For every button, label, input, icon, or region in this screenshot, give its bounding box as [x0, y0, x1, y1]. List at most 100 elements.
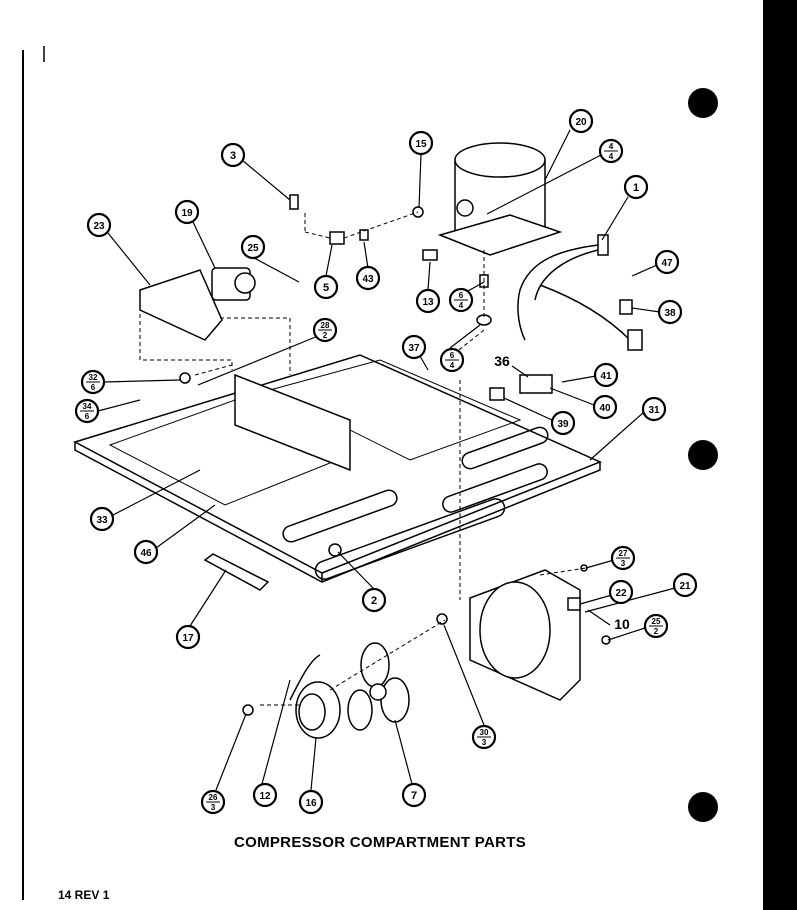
callout-numerator: 30: [480, 728, 489, 737]
motor-bracket: [289, 654, 321, 701]
callout-number: 3: [230, 150, 236, 162]
callout-circle: [175, 624, 201, 650]
callout-c13: 13: [415, 288, 441, 314]
callout-c28-2: 282: [312, 317, 338, 343]
callout-number: 20: [575, 117, 587, 128]
callout-c30-3: 303: [471, 724, 497, 750]
page-number: 14 REV 1: [58, 888, 110, 902]
callout-circle: [568, 108, 594, 134]
callout-circle: [550, 410, 576, 436]
callout-c6-4b: 64: [439, 347, 465, 373]
callout-c33: 33: [89, 506, 115, 532]
callout-circle: [672, 572, 698, 598]
callout-number: 38: [664, 308, 676, 319]
callout-c32-6: 326: [80, 369, 106, 395]
divider-panel: [234, 373, 351, 472]
callout-c7: 7: [401, 782, 427, 808]
callout-circle: [86, 212, 112, 238]
callout-circle: [623, 174, 649, 200]
callout-c10: 10: [614, 616, 630, 632]
callout-numerator: 34: [83, 402, 92, 411]
callout-number: 17: [182, 633, 194, 644]
callout-circle: [408, 130, 434, 156]
callout-circle: [240, 234, 266, 260]
callout-c5: 5: [313, 274, 339, 300]
callout-c15: 15: [408, 130, 434, 156]
callout-numerator: 32: [89, 373, 98, 382]
callout-c3: 3: [220, 142, 246, 168]
binder-hole-top: [688, 88, 718, 118]
callout-denominator: 4: [609, 152, 614, 161]
callout-number: 31: [648, 405, 660, 416]
callout-number: 37: [408, 343, 420, 354]
callout-c2: 2: [361, 587, 387, 613]
callout-number: 25: [247, 243, 259, 254]
callout-c23: 23: [86, 212, 112, 238]
defrost-timer: [211, 267, 256, 301]
callout-denominator: 2: [654, 627, 659, 636]
callout-number: 2: [371, 595, 377, 607]
callout-numerator: 27: [619, 549, 628, 558]
relay-bracket: [139, 269, 223, 341]
callout-numerator: 25: [652, 617, 661, 626]
binder-hole-middle: [688, 440, 718, 470]
callout-c43: 43: [355, 265, 381, 291]
callout-number: 39: [557, 419, 569, 430]
callout-circle: [174, 199, 200, 225]
callout-numerator: 26: [209, 793, 218, 802]
fan-shroud: [469, 569, 581, 701]
callout-number: 41: [600, 371, 612, 382]
callout-c25: 25: [240, 234, 266, 260]
callout-c41: 41: [593, 362, 619, 388]
binder-hole-bottom: [688, 792, 718, 822]
callout-number: 16: [305, 798, 317, 809]
compressor: [437, 142, 563, 256]
callout-c20: 20: [568, 108, 594, 134]
callout-numerator: 6: [459, 291, 464, 300]
assembly-guides: [139, 211, 587, 706]
callout-c1: 1: [623, 174, 649, 200]
callout-denominator: 4: [450, 361, 455, 370]
callout-c16: 16: [298, 789, 324, 815]
callout-layer: 1234456464710121315161719202122232525226…: [74, 108, 698, 815]
binding-rule: [22, 50, 24, 900]
callout-number: 40: [599, 403, 611, 414]
fan-motor: [295, 681, 341, 739]
callout-number: 47: [661, 258, 673, 269]
callout-denominator: 6: [91, 383, 96, 392]
callout-c6-4a: 64: [448, 287, 474, 313]
callout-circle: [592, 394, 618, 420]
callout-c37: 37: [401, 334, 427, 360]
fan-blade: [347, 642, 410, 731]
callout-number: 7: [411, 790, 417, 802]
callout-number: 23: [93, 221, 105, 232]
callout-number: 43: [362, 274, 374, 285]
callout-denominator: 6: [85, 412, 90, 421]
callout-circle: [657, 299, 683, 325]
callout-number: 15: [415, 139, 427, 150]
callout-c27-3: 273: [610, 545, 636, 571]
callout-circle: [654, 249, 680, 275]
callout-circle: [89, 506, 115, 532]
base-pan: [73, 354, 602, 583]
callout-number: 46: [140, 548, 152, 559]
callout-c22: 22: [608, 579, 634, 605]
callout-number: 21: [679, 581, 691, 592]
callout-c25-2: 252: [643, 613, 669, 639]
callout-c36: 36: [494, 353, 510, 369]
scan-edge-bar: [763, 0, 797, 910]
callout-circle: [401, 334, 427, 360]
callout-number: 36: [494, 353, 510, 369]
callout-c40: 40: [592, 394, 618, 420]
callout-circle: [361, 587, 387, 613]
callout-c34-6: 346: [74, 398, 100, 424]
callout-circle: [298, 789, 324, 815]
callout-denominator: 4: [459, 301, 464, 310]
callout-numerator: 28: [321, 321, 330, 330]
callout-circle: [252, 782, 278, 808]
callout-c17: 17: [175, 624, 201, 650]
callout-circle: [593, 362, 619, 388]
callout-number: 12: [259, 791, 271, 802]
callout-circle: [133, 539, 159, 565]
small-parts: [179, 194, 643, 716]
